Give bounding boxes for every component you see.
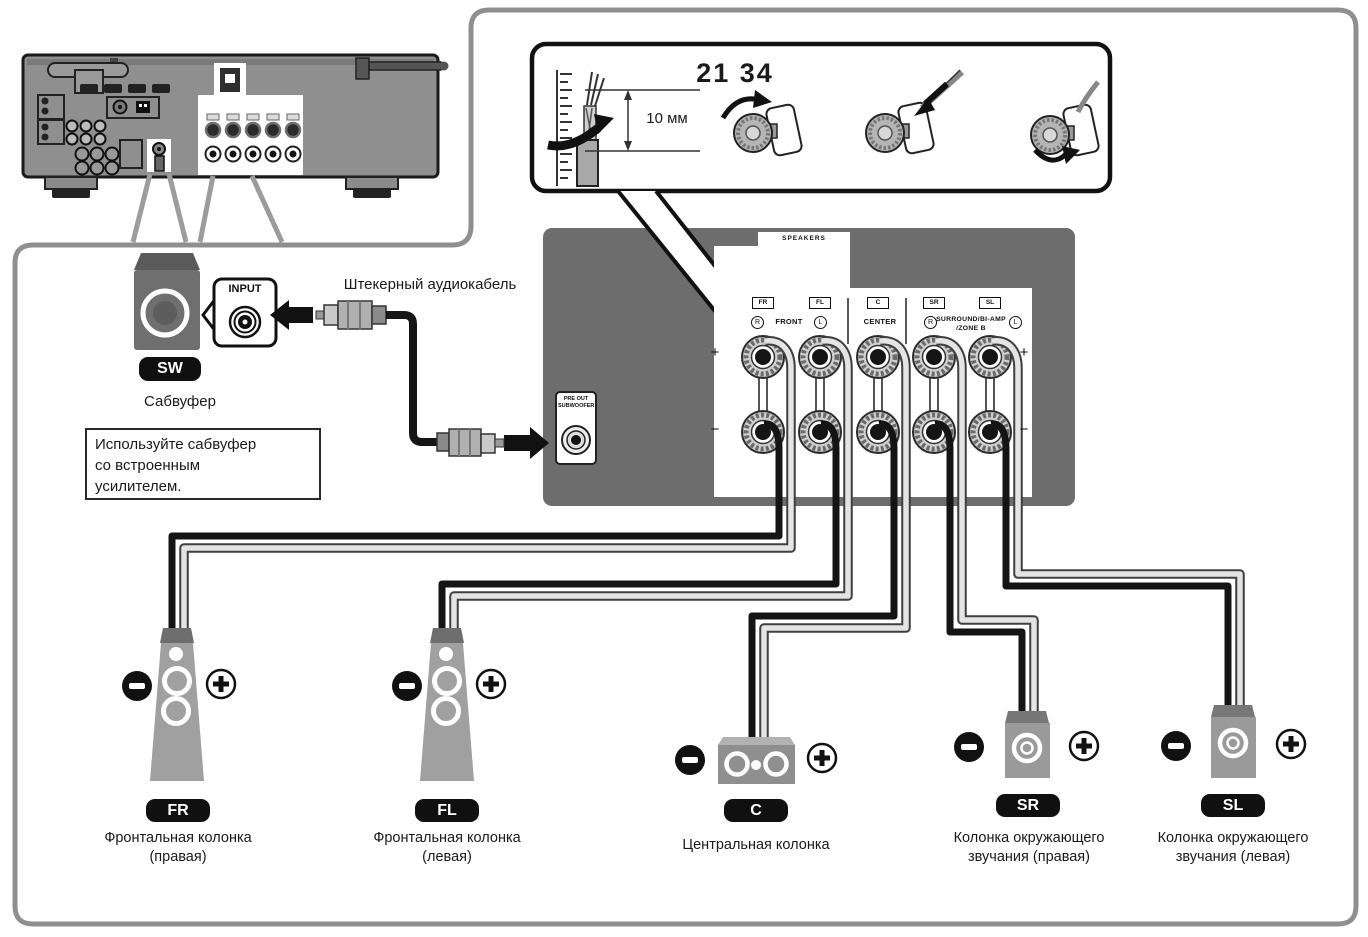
center-speaker [675, 737, 838, 784]
page-references: 21 34 [696, 58, 774, 88]
plus-polarity-icon [806, 742, 838, 774]
strip-dimension [585, 89, 700, 152]
wire-fr-black [168, 420, 783, 632]
wire-sr-gray [935, 338, 1037, 719]
front-terminals-label: FRONT [775, 317, 803, 326]
terminal-id-sl: SL [979, 297, 1001, 309]
terminal-id-fl: FL [809, 297, 831, 309]
rca-plug-right [436, 428, 505, 457]
wire-fr-gray [181, 338, 794, 632]
front-left-speaker [392, 628, 507, 781]
wire-sr-black [934, 420, 1026, 719]
input-label: INPUT [228, 283, 262, 295]
preout-label-line2: SUBWOOFER [558, 403, 595, 409]
terminal-tighten-icon [1030, 80, 1100, 164]
receiver-rear-panel [21, 53, 449, 244]
speaker-caption-fl: Фронтальная колонка (левая) [373, 830, 521, 865]
wire-sl-gray [991, 338, 1243, 713]
zone-b-label: /ZONE B [956, 325, 986, 332]
speaker-wires [168, 336, 1245, 740]
note-line: Используйте сабвуфер [95, 436, 257, 453]
speaker-caption-c: Центральная колонка [682, 837, 830, 853]
antenna [355, 57, 449, 80]
speakers-panel-title: SPEAKERS [782, 235, 826, 242]
minus-polarity-icon [675, 745, 705, 775]
minus-sign: − [1019, 421, 1029, 438]
terminal-id-sr: SR [923, 297, 945, 309]
plus-sign: + [710, 344, 720, 361]
wire-fl-black [438, 420, 840, 632]
minus-sign: − [710, 421, 720, 438]
subwoofer-name-label: Сабвуфер [144, 393, 216, 410]
wire-sl-black [990, 420, 1232, 713]
speaker-badge-sl: SL [1201, 794, 1265, 817]
arrow-into-input [270, 300, 313, 330]
zoom-callout-lines [130, 173, 285, 244]
subwoofer-illustration [134, 253, 200, 350]
surround-right-speaker [954, 711, 1100, 778]
wire-fl-gray [451, 338, 851, 632]
strip-length-label: 10 мм [646, 110, 688, 127]
minus-polarity-icon [392, 671, 422, 701]
subwoofer-badge: SW [139, 357, 201, 381]
speaker-caption-fr: Фронтальная колонка (правая) [104, 830, 252, 865]
ruler-icon [556, 70, 572, 186]
right-channel-icon: R [751, 316, 764, 329]
wire-c-black [748, 420, 898, 740]
right-channel-icon: R [924, 316, 937, 329]
outer-border [12, 7, 1359, 927]
receiver-speaker-posts [204, 113, 302, 163]
post-sr-plus [912, 335, 956, 379]
cable-prep-inset [529, 41, 1113, 194]
speaker-caption-sr: Колонка окружающего звучания (правая) [953, 830, 1105, 865]
surround-left-speaker [1161, 705, 1307, 778]
terminal-id-c: C [867, 297, 889, 309]
speaker-badge-c: C [724, 799, 788, 822]
speaker-badge-sr: SR [996, 794, 1060, 817]
plus-polarity-icon [475, 668, 507, 700]
center-terminal-label: CENTER [863, 317, 897, 326]
binding-posts [741, 335, 1012, 454]
terminal-insert-icon [865, 69, 965, 155]
front-right-speaker [122, 628, 237, 781]
hdmi-ports [80, 84, 170, 93]
post-c-plus [856, 335, 900, 379]
audio-cable [270, 300, 505, 457]
note-line: усилителем. [95, 478, 182, 495]
rca-jacks [65, 119, 120, 176]
left-channel-icon: L [814, 316, 827, 329]
plus-polarity-icon [205, 668, 237, 700]
speaker-badge-fr: FR [146, 799, 210, 822]
preout-label-line1: PRE OUT [563, 396, 589, 402]
speaker-badge-fl: FL [415, 799, 479, 822]
terminal-id-fr: FR [752, 297, 774, 309]
terminal-loosen-icon [720, 90, 803, 157]
arrow-into-preout [504, 427, 549, 459]
surround-terminals-label: SURROUND/BI-AMP [936, 316, 1006, 323]
rca-plug-left [315, 300, 387, 330]
left-channel-icon: L [1009, 316, 1022, 329]
preout-jack-panel [504, 391, 597, 465]
minus-polarity-icon [1161, 731, 1191, 761]
plus-polarity-icon [1068, 730, 1100, 762]
audio-cable-label: Штекерный аудиокабель [343, 276, 517, 293]
minus-polarity-icon [954, 732, 984, 762]
plus-sign: + [1019, 344, 1029, 361]
subwoofer-note-box: Используйте сабвуфер со встроенным усили… [85, 428, 321, 500]
post-sl-plus [968, 335, 1012, 379]
wire-c-gray [761, 338, 909, 740]
receiver-feet [44, 176, 399, 198]
speaker-caption-sl: Колонка окружающего звучания (левая) [1157, 830, 1309, 865]
post-fr-plus [741, 335, 785, 379]
minus-polarity-icon [122, 671, 152, 701]
post-fl-plus [798, 335, 842, 379]
plus-polarity-icon [1275, 728, 1307, 760]
note-line: со встроенным [95, 457, 201, 474]
